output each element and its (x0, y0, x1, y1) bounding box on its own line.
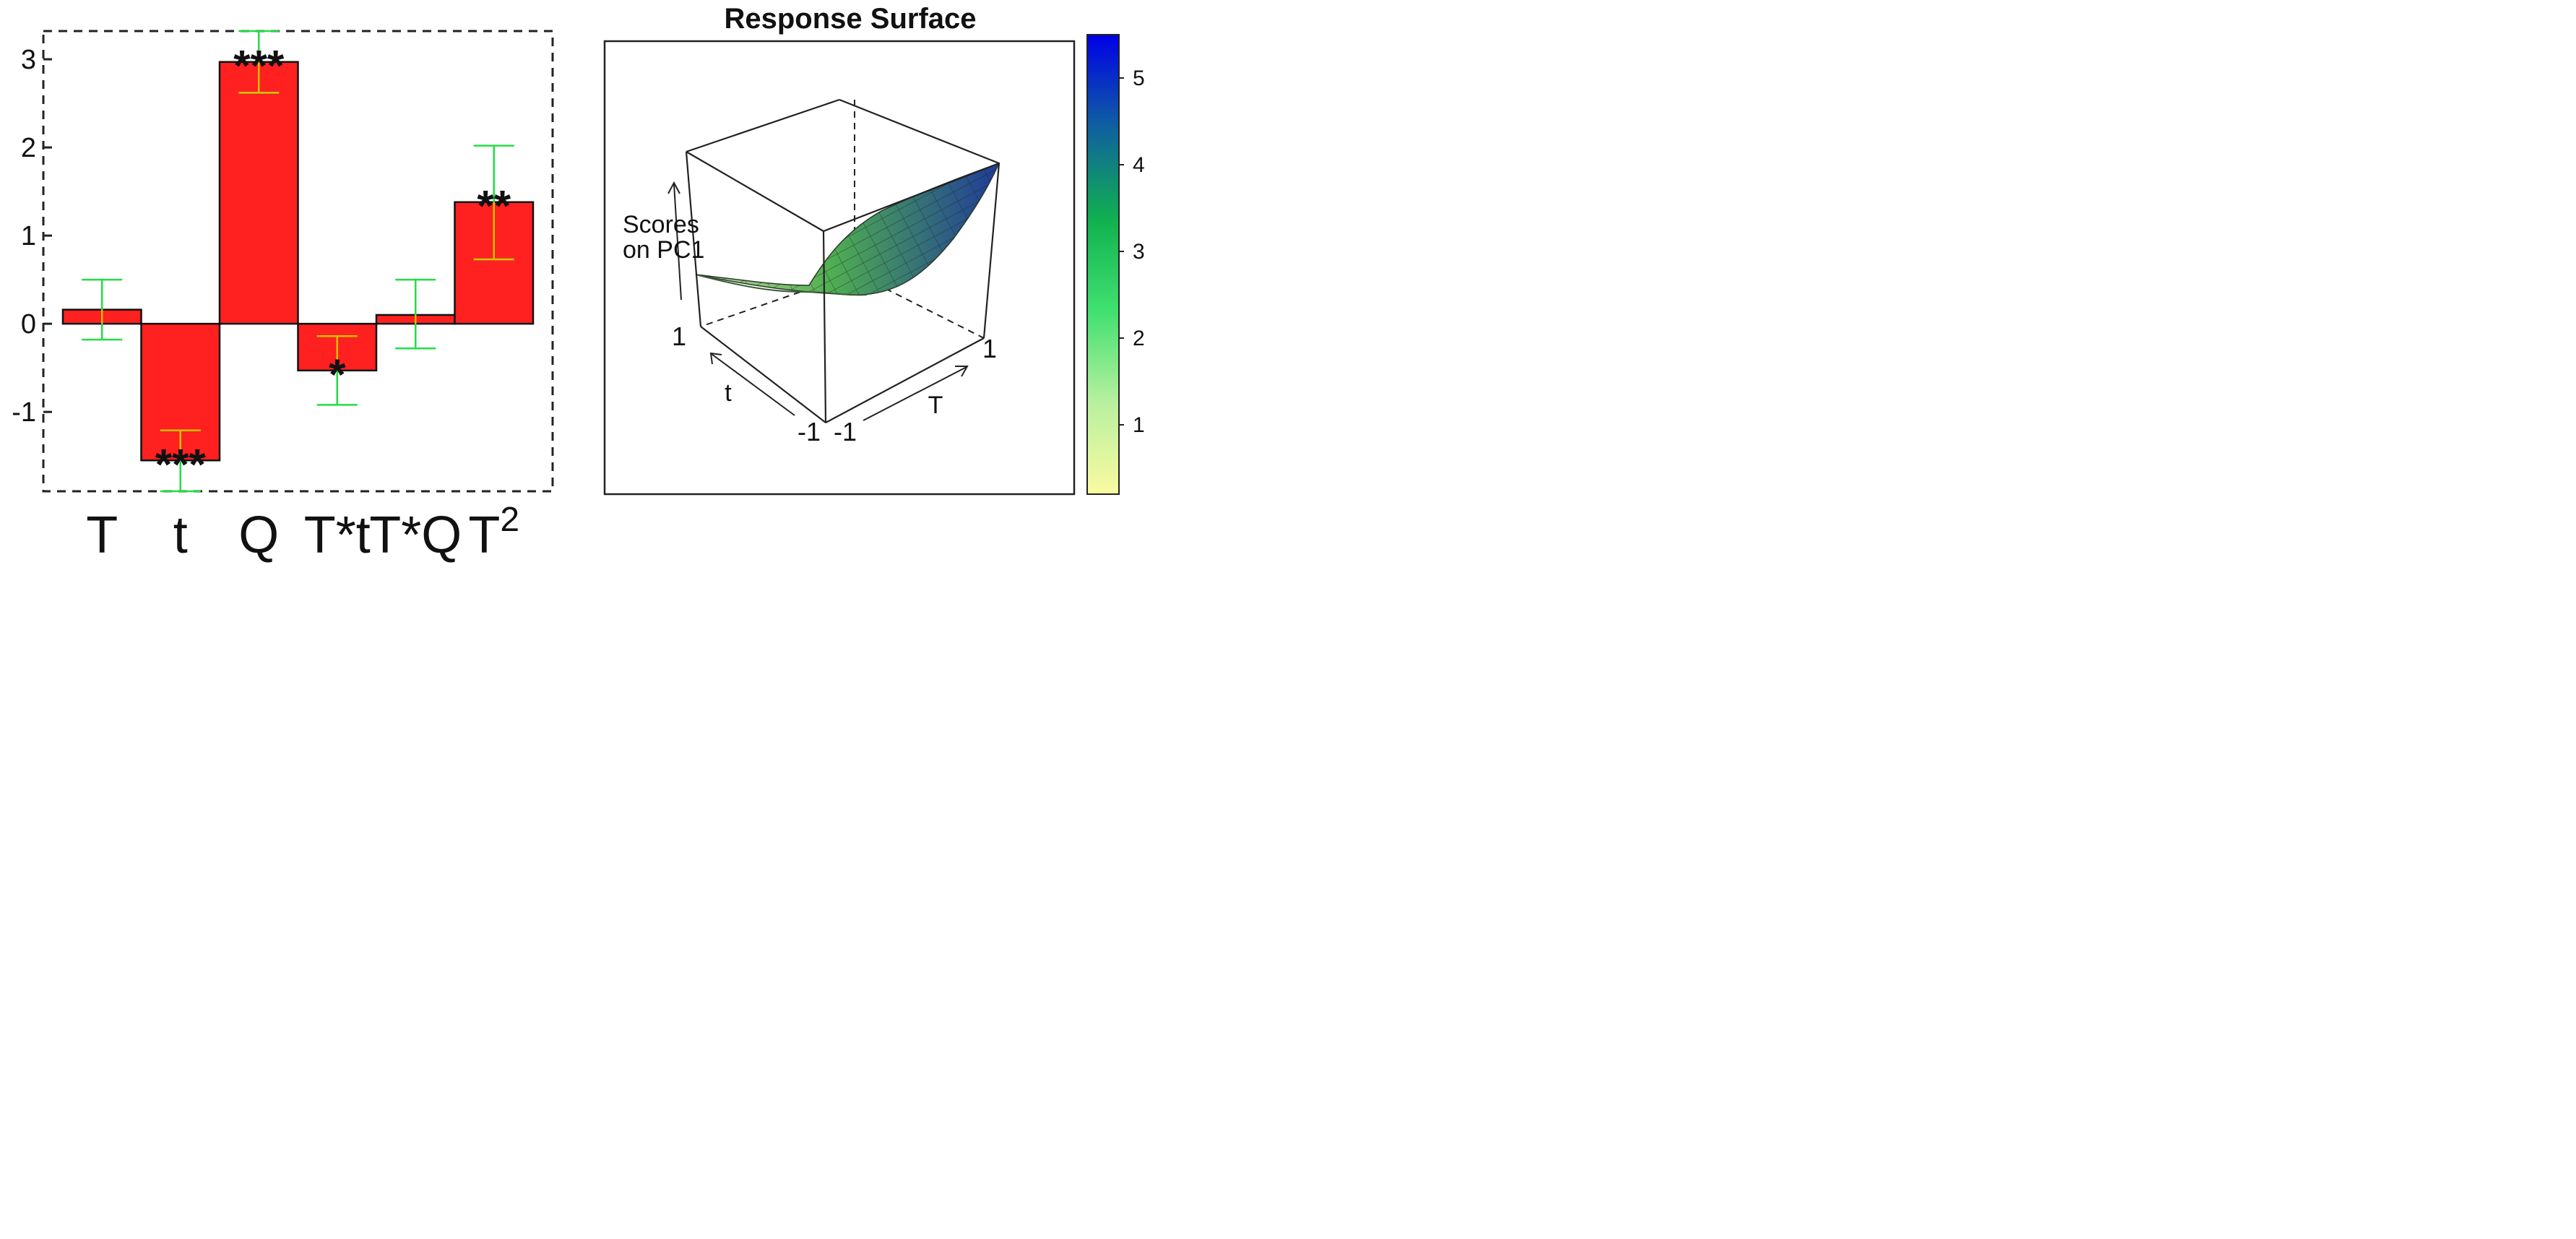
error-bar (473, 144, 514, 261)
y-axis-tick-label: 2 (21, 133, 36, 163)
significance-label: * (329, 350, 346, 399)
y-axis-tick-low: -1 (798, 417, 821, 446)
colorbar-tick-label: 2 (1133, 327, 1145, 350)
significance-label: ** (477, 182, 511, 230)
x-axis-tick-high: 1 (982, 334, 997, 363)
significance-labels: ********* (155, 42, 511, 489)
z-axis-label-line1: Scores (623, 211, 699, 238)
y-axis-tick-label: -1 (12, 397, 36, 428)
significance-label: *** (155, 440, 207, 488)
axis-arrows (667, 181, 969, 421)
error-bars (82, 30, 514, 493)
error-bar (82, 278, 123, 341)
colorbar-tick-label: 5 (1133, 66, 1145, 90)
y-axis-tick-label: 0 (21, 309, 36, 340)
x-axis-tick-low: -1 (834, 417, 857, 446)
y-axis-tick-label: 1 (21, 221, 36, 251)
y-axis: -1 0 1 2 3 (12, 45, 52, 428)
colorbar: 1 2 3 4 5 (1086, 34, 1145, 495)
colorbar-ticks: 1 2 3 4 5 (1119, 66, 1145, 437)
x-axis-category-label: T2 (468, 501, 519, 564)
colorbar-tick-label: 4 (1133, 153, 1145, 177)
x-axis-label: T (928, 392, 943, 419)
colorbar-tick-label: 1 (1133, 413, 1145, 437)
bar-marks (61, 61, 535, 462)
x-axis-category-label: Q (238, 506, 279, 564)
error-bar (238, 30, 280, 94)
error-bar (395, 278, 436, 350)
significance-label: *** (233, 42, 285, 90)
x-axis-category-label: T*t (304, 506, 371, 564)
response-surface-chart: Response Surface (603, 3, 1145, 496)
colorbar-scale (1086, 34, 1120, 495)
z-axis-label-line2: on PC1 (623, 236, 704, 264)
surface-plot-frame (603, 40, 1076, 496)
x-axis-category-label: T (86, 506, 118, 564)
chart-title: Response Surface (724, 3, 976, 35)
x-axis-category-label: t (173, 506, 188, 564)
y-axis-tick-high: 1 (672, 321, 686, 351)
x-axis-category-label: T*Q (369, 506, 462, 564)
y-axis-label: t (725, 379, 732, 407)
bar-q (218, 61, 299, 325)
colorbar-tick-label: 3 (1133, 240, 1145, 264)
cube-edges (685, 98, 1000, 423)
error-bar (316, 334, 358, 406)
y-axis-tick-label: 3 (21, 45, 36, 75)
error-bar (160, 429, 201, 493)
